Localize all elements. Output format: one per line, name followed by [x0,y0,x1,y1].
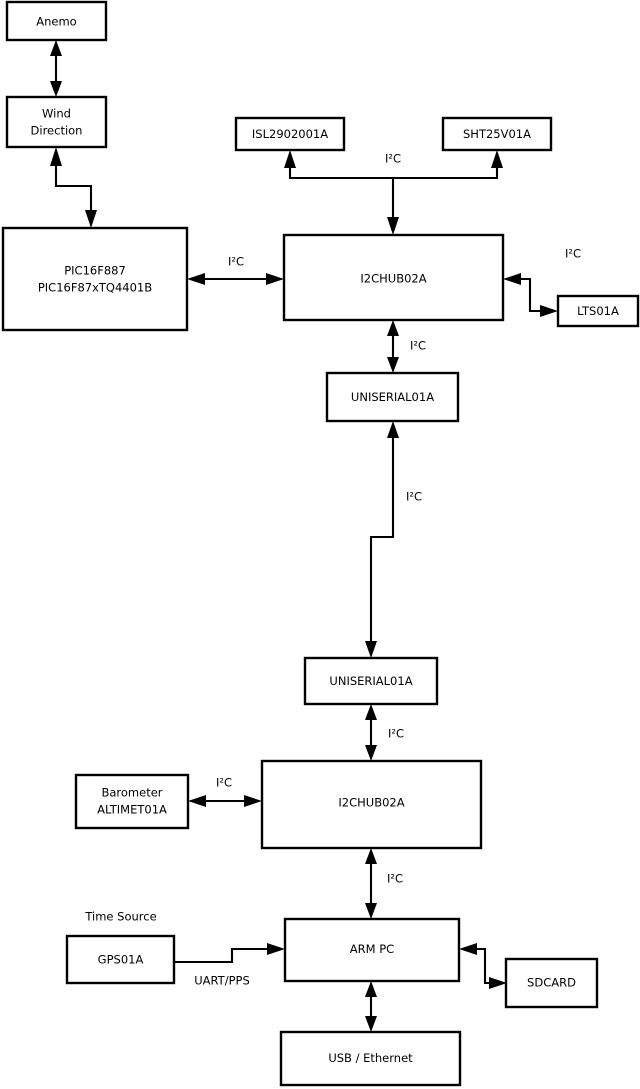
connector-arm-pc-sdcard [459,943,507,989]
arrow-head-right [267,943,285,955]
node-sdcard-label: SDCARD [527,976,576,990]
node-anemo[interactable]: Anemo [5,0,108,42]
node-wind-direction-label-line1: Wind [42,107,71,121]
arrow-head-down [365,1016,377,1032]
node-lts01a[interactable]: LTS01A [556,294,640,328]
connector-anemo-wind-direction [50,40,62,97]
connector-barometer-hub-bottom [188,795,262,807]
node-barometer[interactable]: Barometer ALTIMET01A [74,773,190,830]
arrow-head-left [187,273,205,285]
connector-hub-top-sensors [284,150,503,235]
node-barometer-label-line2: ALTIMET01A [97,803,167,817]
arrow-head-left [503,273,521,285]
arrow-head-up-isl [284,150,296,168]
node-wind-direction-label-line2: Direction [31,124,83,138]
edge-label-barometer-to-hub-bottom: I²C [216,776,232,790]
node-uniserial01a-top-label: UNISERIAL01A [351,390,434,404]
node-uniserial01a-bottom[interactable]: UNISERIAL01A [303,656,439,706]
arrow-head-left [188,795,206,807]
node-sdcard[interactable]: SDCARD [504,957,599,1009]
node-uniserial01a-top[interactable]: UNISERIAL01A [325,371,460,423]
arrow-head-up [365,981,377,997]
arrow-head-down [387,357,399,373]
arrow-head-down [85,210,97,228]
node-pic-label-line2: PIC16F87xTQ4401B [38,281,152,295]
arrow-head-right [244,795,262,807]
node-isl2902001a-label: ISL2902001A [252,127,328,141]
arrow-head-up [365,848,377,864]
node-i2chub02a-bottom[interactable]: I2CHUB02A [260,759,483,850]
node-sht25v01a-label: SHT25V01A [463,127,531,141]
edge-label-uniserial-bottom-to-hub-bottom: I²C [388,727,404,741]
arrow-head-up [50,147,62,166]
node-anemo-label: Anemo [36,15,76,29]
node-gps01a-label: GPS01A [98,953,144,967]
node-usb-ethernet-label: USB / Ethernet [328,1051,413,1065]
connector-pic-hub-top [187,273,284,285]
arrow-head-down [365,903,377,919]
connector-gps-arm-pc [174,943,285,964]
label-time-source: Time Source [84,910,156,924]
arrow-head-right [540,305,558,317]
node-pic-microcontroller[interactable]: PIC16F887 PIC16F87xTQ4401B [1,226,189,332]
node-sht25v01a[interactable]: SHT25V01A [441,116,553,152]
arrow-head-right [489,977,507,989]
node-lts01a-label: LTS01A [577,304,619,318]
node-gps01a[interactable]: GPS01A [65,934,176,985]
connector-uniserial-bottom-hub-bottom [365,704,377,761]
edge-label-gps-to-arm-pc: UART/PPS [194,974,250,988]
connector-hub-top-uniserial-top [387,320,399,373]
arrow-head-down [50,81,62,97]
edge-label-hub-bottom-to-arm-pc: I²C [387,872,403,886]
connector-pic-wind-direction [50,147,97,228]
edge-label-uniserial-top-to-uniserial-bottom: I²C [406,490,422,504]
connector-hub-top-lts [503,273,558,317]
connector-hub-bottom-arm-pc [365,848,377,919]
arrow-head-left [459,943,477,955]
node-barometer-label-line1: Barometer [101,786,162,800]
node-isl2902001a[interactable]: ISL2902001A [234,116,346,152]
node-i2chub02a-bottom-label: I2CHUB02A [338,796,404,810]
arrow-head-up [387,320,399,336]
node-uniserial01a-bottom-label: UNISERIAL01A [329,674,412,688]
node-arm-pc[interactable]: ARM PC [283,917,461,983]
edge-label-pic-to-hub-top: I²C [228,255,244,269]
arrow-head-down [365,745,377,761]
edge-label-hub-top-to-lts: I²C [565,247,581,261]
arrow-head-up-sht [491,150,503,168]
node-i2chub02a-top-label: I2CHUB02A [360,272,426,286]
node-wind-direction[interactable]: Wind Direction [5,95,108,149]
edge-label-hub-top-to-uniserial-top: I²C [410,339,426,353]
node-arm-pc-label: ARM PC [350,942,394,956]
edge-label-sensors-to-hub-top: I²C [385,152,401,166]
connector-uniserial-top-uniserial-bottom [365,421,399,658]
arrow-head-up [50,40,62,56]
node-usb-ethernet[interactable]: USB / Ethernet [279,1030,462,1087]
node-i2chub02a-top[interactable]: I2CHUB02A [282,233,505,322]
arrow-head-up [365,704,377,720]
arrow-head-right [266,273,284,285]
arrow-head-down [387,217,399,235]
connector-arm-pc-usb-ethernet [365,981,377,1032]
arrow-head-up [387,421,399,438]
node-pic-label-line1: PIC16F887 [64,264,126,278]
arrow-head-down [365,641,377,658]
